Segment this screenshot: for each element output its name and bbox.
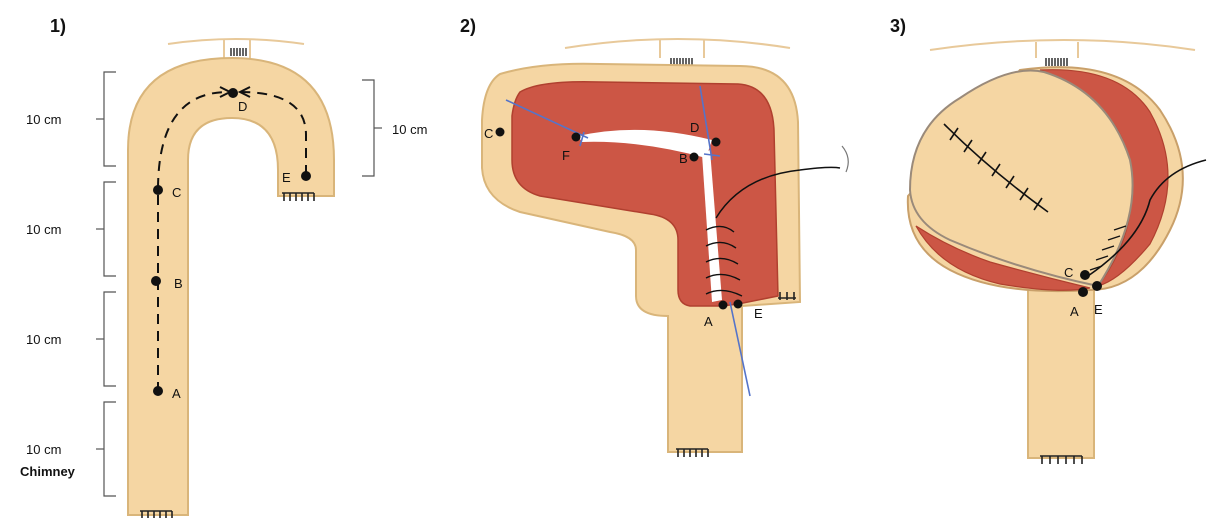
point-f-label: F xyxy=(562,148,570,163)
point-c xyxy=(1080,270,1090,280)
measure-bracket xyxy=(96,72,116,496)
point-e-label: E xyxy=(1094,302,1103,317)
point-b xyxy=(690,153,699,162)
point-a xyxy=(719,301,728,310)
point-a-label: A xyxy=(172,386,181,401)
transverse-cut-line xyxy=(930,40,1195,50)
panel-2-number: 2) xyxy=(460,16,476,36)
panel-3-number: 3) xyxy=(890,16,906,36)
point-e xyxy=(301,171,311,181)
point-b-label: B xyxy=(174,276,183,291)
point-e xyxy=(734,300,743,309)
segment-length-label: 10 cm xyxy=(26,442,61,457)
gastric-tube-shape xyxy=(1028,280,1094,458)
point-a xyxy=(1078,287,1088,297)
point-b xyxy=(151,276,161,286)
right-bracket-label: 10 cm xyxy=(392,122,427,137)
chimney-label: Chimney xyxy=(20,464,76,479)
point-c xyxy=(153,185,163,195)
point-a-label: A xyxy=(1070,304,1079,319)
point-b-label: B xyxy=(679,151,688,166)
point-f xyxy=(572,133,581,142)
segment-length-label: 10 cm xyxy=(26,112,61,127)
segment-length-label: 10 cm xyxy=(26,222,61,237)
point-e-label: E xyxy=(754,306,763,321)
point-d xyxy=(712,138,721,147)
panel-2: 2) xyxy=(460,16,848,457)
point-e xyxy=(1092,281,1102,291)
staple-line-icon xyxy=(231,48,246,56)
staple-line-icon xyxy=(778,292,796,300)
segment-length-label: 10 cm xyxy=(26,332,61,347)
panel-1: 1) xyxy=(20,16,427,518)
measure-bracket xyxy=(362,80,374,176)
point-c xyxy=(496,128,505,137)
point-d-label: D xyxy=(690,120,699,135)
point-c-label: C xyxy=(484,126,493,141)
point-c-label: C xyxy=(1064,265,1073,280)
panel-1-number: 1) xyxy=(50,16,66,36)
panel-3: 3) xyxy=(890,16,1206,464)
point-e-label: E xyxy=(282,170,291,185)
transverse-cut-line xyxy=(168,39,304,44)
point-d xyxy=(228,88,238,98)
suture-needle-icon xyxy=(842,146,848,172)
staple-line-icon xyxy=(1046,58,1067,66)
point-a xyxy=(153,386,163,396)
point-c-label: C xyxy=(172,185,181,200)
point-d-label: D xyxy=(238,99,247,114)
transverse-cut-line xyxy=(565,39,790,48)
point-a-label: A xyxy=(704,314,713,329)
